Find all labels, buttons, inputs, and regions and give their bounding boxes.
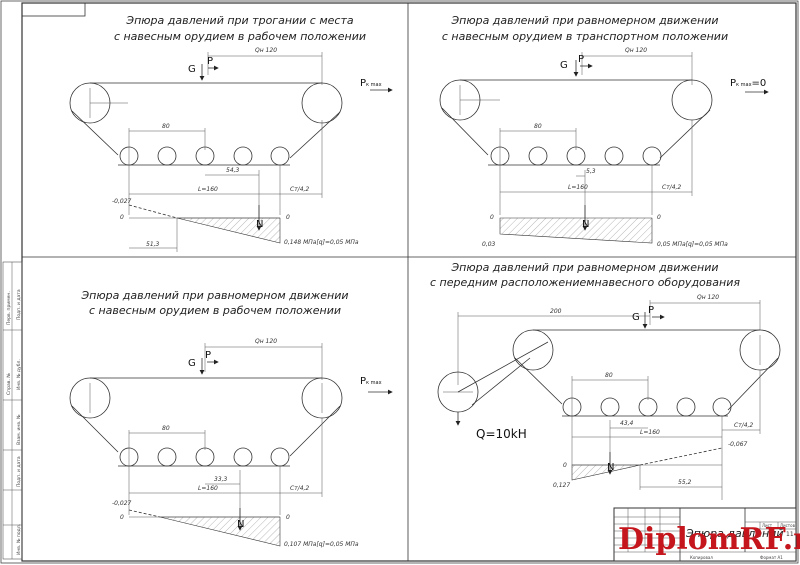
panel-2-label-N: N [582, 219, 589, 230]
panel-3-dim-qn: Qн 120 [255, 338, 277, 345]
panel-4-label-Q: Q=10kH [476, 427, 527, 441]
side-stamp-6: Справ. № [6, 373, 12, 395]
panel-3-pressure-left: -0,027 [112, 500, 132, 507]
panel-1-pressure-zero-right: 0 [286, 214, 290, 221]
panel-4-title-line1: Эпюра давлений при равномерном движении [450, 261, 718, 274]
panel-4-dim-a: 200 [550, 308, 562, 315]
panel-3-dim-L: L=160 [198, 485, 218, 492]
side-stamp-5: Перв. примен. [6, 291, 12, 325]
panel-2-pressure-hatch [499, 217, 653, 244]
panel-3-title-line1: Эпюра давлений при равномерном движении [80, 289, 348, 302]
panel-1-road-wheels [119, 146, 290, 166]
title-block-name: Эпюра давлений [685, 527, 783, 540]
panel-1-pressure-zero-left: 0 [120, 214, 124, 221]
panel-2-dim-spacing: 80 [534, 123, 542, 130]
panel-4-dim-spacing: 80 [605, 372, 613, 379]
panel-2-title-line1: Эпюра давлений при равномерном движении [450, 14, 718, 27]
panel-4-pressure-left: 0,127 [553, 482, 570, 489]
panel-4-dim-C: Cт/4,2 [734, 422, 753, 429]
panel-1-title-line1: Эпюра давлений при трогании с места [125, 14, 353, 27]
title-block: Эпюра давлений Лист Листов 11 Копировал … [613, 507, 797, 562]
panel-3-label-G: G [188, 358, 196, 369]
panel-3-dim-spacing: 80 [162, 425, 170, 432]
side-stamp-4: Инв. № подл. [16, 524, 22, 555]
panel-1-label-P: P [207, 56, 213, 67]
panel-1-dim-L: L=160 [198, 186, 218, 193]
panel-3-pressure-zero-right: 0 [286, 514, 290, 521]
panel-1-pressure-left: -0,027 [112, 198, 132, 205]
title-block-sheet-num: 11 [786, 531, 794, 538]
panel-4-title-line2: с передним расположениемнавесного оборуд… [430, 276, 740, 289]
side-stamp-strip: Подп. и дата Инв. № дубл. Взам. инв. № П… [2, 261, 23, 560]
panel-1-title-line2: с навесным орудием в рабочем положении [114, 30, 366, 43]
panel-4-road-wheels [562, 397, 732, 417]
panel-3: Эпюра давлений при равномерном движении … [69, 289, 393, 548]
panel-2-dim-qn: Qн 120 [625, 47, 647, 54]
panel-1-label-Pk: Pк max [360, 78, 382, 89]
side-stamp-2: Взам. инв. № [16, 414, 22, 445]
panel-1-dim-d: 51,3 [146, 241, 160, 248]
panel-3-pressure-hatch [159, 516, 281, 547]
top-left-stamp-box [21, 2, 86, 17]
title-block-bottom-right: Формат A1 [760, 555, 783, 560]
panel-4-label-G: G [632, 312, 640, 323]
panel-3-label-P: P [205, 350, 211, 361]
panel-3-pressure-zero-left: 0 [120, 514, 124, 521]
panel-4-label-N: N [607, 462, 614, 473]
title-block-bottom-left: Копировал [690, 555, 713, 560]
panel-2: Эпюра давлений при равномерном движении … [439, 14, 769, 248]
panel-3-dim-C: Cт/4,2 [290, 485, 309, 492]
panel-3-dim-e: 33,3 [214, 476, 228, 483]
panel-1-label-G: G [188, 64, 196, 75]
panel-4-pressure-right: -0,067 [728, 441, 748, 448]
panel-2-dim-e: 5,3 [586, 168, 596, 175]
watermark-logo: DiplomRF.ru [618, 522, 800, 557]
panel-4-pressure-zero-left: 0 [563, 462, 567, 469]
panel-3-label-N: N [237, 519, 244, 530]
side-stamp-0: Подп. и дата [16, 289, 22, 320]
panel-3-road-wheels [119, 447, 290, 467]
panel-4-pressure-hatch [571, 464, 641, 481]
panel-2-dim-L: L=160 [568, 184, 588, 191]
panel-3-title-line2: с навесным орудием в рабочем положении [89, 304, 341, 317]
panel-4-label-P: P [648, 305, 654, 316]
title-block-sheets-label: Листов [780, 523, 796, 528]
panel-2-label-P: P [578, 54, 584, 65]
panel-1-dim-C: Cт/4,2 [290, 186, 309, 193]
panel-2-pressure-right: 0,05 МПа[q]=0,05 МПа [657, 241, 728, 248]
side-stamp-3: Подп. и дата [16, 456, 22, 487]
panel-3-label-Pk: Pк max [360, 376, 382, 387]
panel-2-pressure-zero-right: 0 [657, 214, 661, 221]
panel-4-dim-d: 55,2 [678, 479, 692, 486]
panel-2-pressure-zero-left: 0 [490, 214, 494, 221]
panel-4: Эпюра давлений при равномерном движении … [430, 261, 781, 500]
side-stamp-1: Инв. № дубл. [16, 359, 22, 390]
panel-4-dim-e: 43,4 [620, 420, 634, 427]
panel-1-dim-qn: Qн 120 [255, 47, 277, 54]
panel-1-pressure-right: 0,148 МПа[q]=0,05 МПа [284, 239, 359, 246]
panel-2-label-Pk: Pк max=0 [730, 78, 766, 89]
panel-1-dim-spacing: 80 [162, 123, 170, 130]
panel-1-dim-e: 54,3 [226, 167, 240, 174]
panel-2-pressure-left: 0,03 [482, 241, 496, 248]
panel-2-label-G: G [560, 60, 568, 71]
panel-1-pressure-hatch [176, 217, 281, 244]
panel-4-dim-L: L=160 [640, 429, 660, 436]
panel-2-title-line2: с навесным орудием в транспортном положе… [442, 30, 728, 43]
panel-2-dim-C: Cт/4,2 [662, 184, 681, 191]
panel-1-label-N: N [256, 219, 263, 230]
title-block-sheet-label: Лист [762, 523, 773, 528]
panel-1: Эпюра давлений при трогании с места с на… [69, 14, 393, 252]
panel-3-pressure-right: 0,107 МПа[q]=0,05 МПа [284, 541, 359, 548]
panel-1-idler-wheel [301, 82, 343, 124]
panel-4-dim-qn: Qн 120 [697, 294, 719, 301]
